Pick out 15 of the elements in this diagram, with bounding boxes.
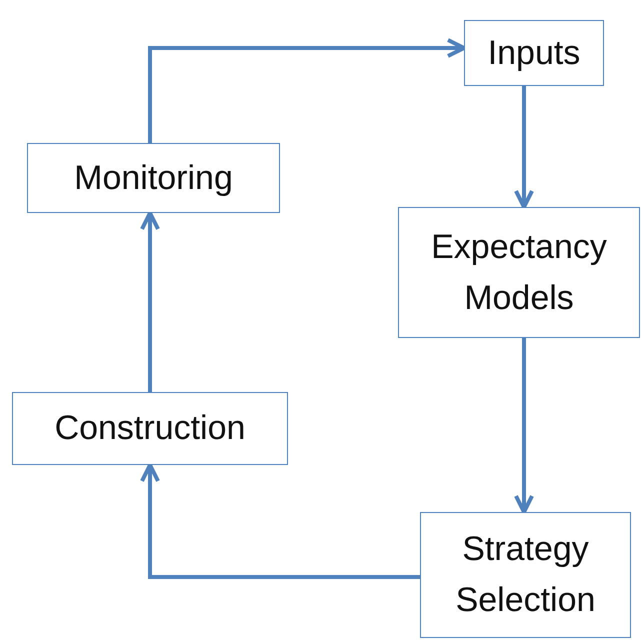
box-label: Monitoring [74, 158, 233, 198]
box-label: Inputs [488, 32, 580, 74]
arrow [514, 338, 534, 514]
arrow [148, 38, 466, 143]
box-label: Expectancy Models [430, 226, 608, 318]
process-box [464, 20, 604, 86]
process-box [420, 512, 631, 638]
box-label: Strategy Selection [454, 529, 596, 621]
arrow [140, 211, 160, 392]
process-box [398, 207, 640, 338]
process-box [12, 392, 288, 465]
arrow [140, 463, 420, 579]
process-box [27, 143, 280, 213]
arrow [514, 86, 534, 209]
box-label: Construction [54, 408, 246, 449]
